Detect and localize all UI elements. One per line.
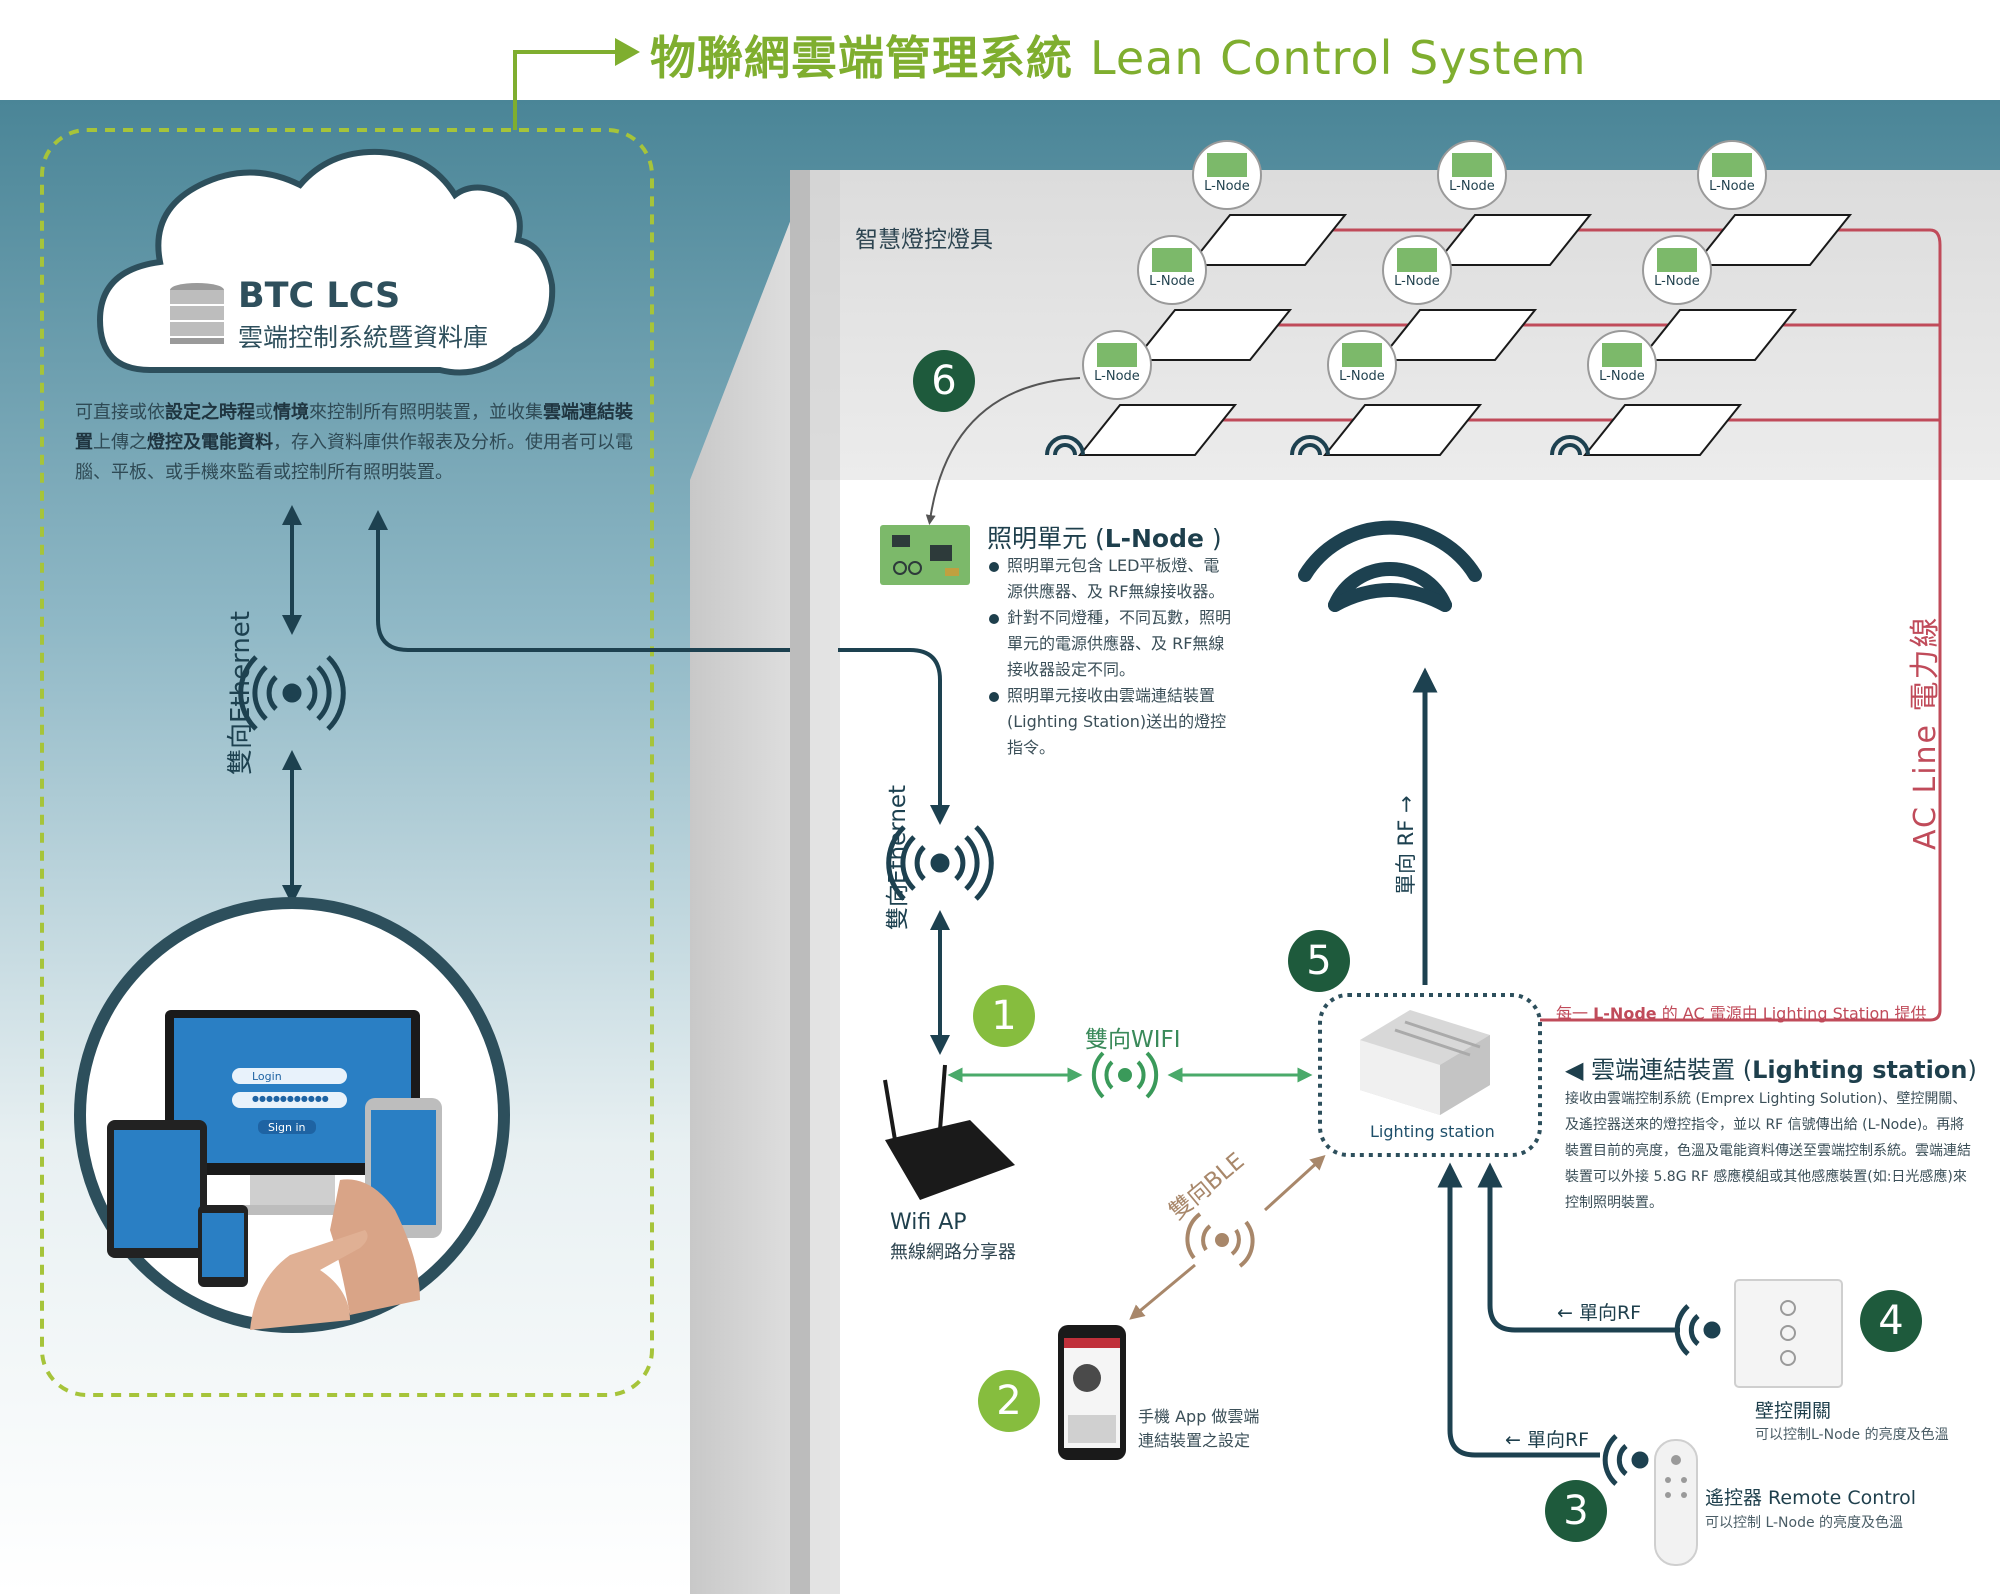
- wall-switch-icon: [1734, 1279, 1843, 1388]
- lighting-station-description: 接收由雲端控制系統 (Emprex Lighting Solution)、壁控開…: [1565, 1091, 1971, 1211]
- light-panel: [1582, 404, 1743, 456]
- lnode-chip-icon: [1602, 343, 1642, 367]
- title-arrow-icon: [615, 38, 640, 66]
- lnode-label: L-Node: [1339, 369, 1385, 384]
- wall-switch-title: 壁控開關: [1755, 1400, 1832, 1422]
- ethernet-label-left: 雙向Ethernet: [226, 611, 256, 775]
- remote-title: 遙控器 Remote Control: [1705, 1487, 1917, 1509]
- product-subtitle: 雲端控制系統暨資料庫: [238, 323, 489, 352]
- lnode-label: L-Node: [1599, 369, 1645, 384]
- node-signal-icon: [1053, 443, 1077, 456]
- light-panel: [1322, 404, 1483, 456]
- lnode-label: L-Node: [1709, 179, 1755, 194]
- ac-line-label: AC Line 電力線: [1908, 615, 1943, 850]
- devices-illustration: [107, 1010, 442, 1330]
- lnode-label: L-Node: [1654, 274, 1700, 289]
- light-panel: [1377, 309, 1538, 361]
- rf-signal-icon-remote: [1602, 1434, 1649, 1486]
- cloud-system-boundary: [40, 128, 654, 1397]
- lighting-panels: [1045, 214, 1853, 456]
- lnode-bullets: 照明單元包含 LED平板燈、電源供應器、及 RF無線接收器。 針對不同燈種，不同…: [985, 553, 1235, 761]
- light-panel: [1432, 214, 1593, 266]
- wifi-signal-icon: [1091, 1051, 1159, 1099]
- lnode-board-icon: [880, 525, 970, 585]
- ethernet-label-center: 雙向Ethernet: [885, 784, 911, 930]
- step-badge-3: 3: [1545, 1480, 1607, 1542]
- rf-remote-label: ← 單向RF: [1505, 1429, 1590, 1451]
- lnode-label: L-Node: [1394, 274, 1440, 289]
- page-title: 物聯網雲端管理系統 Lean Control System: [650, 22, 1587, 88]
- wall-switch-subtitle: 可以控制L-Node 的亮度及色溫: [1755, 1427, 1949, 1443]
- remote-subtitle: 可以控制 L-Node 的亮度及色溫: [1705, 1515, 1904, 1531]
- lnode-chip-icon: [1452, 153, 1492, 177]
- step-badge-6: 6: [913, 350, 975, 412]
- password-mask: ●●●●●●●●●●●: [252, 1094, 329, 1103]
- step-badge-4: 4: [1860, 1290, 1922, 1352]
- login-label: Login: [252, 1070, 282, 1083]
- mobile-app-icon: [1058, 1325, 1126, 1460]
- wifi-ap-title: Wifi AP: [890, 1210, 967, 1235]
- lnode-bullet: 針對不同燈種，不同瓦數，照明單元的電源供應器、及 RF無線接收器設定不同。: [985, 605, 1235, 683]
- light-panel: [1187, 214, 1348, 266]
- database-icon: [170, 283, 224, 344]
- title-en: Lean Control System: [1090, 31, 1587, 85]
- lnode-label: L-Node: [1204, 179, 1250, 194]
- lnode-chip-icon: [1657, 248, 1697, 272]
- lnode-title: 照明單元 (L-Node ): [987, 524, 1222, 553]
- light-panel: [1132, 309, 1293, 361]
- ac-power-note: 每一 L-Node 的 AC 電源由 Lighting Station 提供: [1556, 1004, 1927, 1023]
- cloud-description: 可直接或依設定之時程或情境來控制所有照明裝置，並收集雲端連結裝置上傳之燈控及電能…: [75, 402, 633, 483]
- step-badge-5: 5: [1288, 930, 1350, 992]
- app-description: 手機 App 做雲端連結裝置之設定: [1138, 1407, 1260, 1450]
- ethernet-signal-icon-left: [238, 655, 346, 731]
- wifi-ap-subtitle: 無線網路分享器: [890, 1242, 1016, 1263]
- smart-fixtures-label: 智慧燈控燈具: [855, 227, 993, 253]
- lnode-chip-icon: [1097, 343, 1137, 367]
- node-signal-icon: [1298, 443, 1322, 456]
- light-panel: [1692, 214, 1853, 266]
- lighting-station-device-icon: [1360, 1010, 1490, 1115]
- lnode-label: L-Node: [1149, 274, 1195, 289]
- lnode-chip-icon: [1397, 248, 1437, 272]
- lighting-station-title: ◀ 雲端連結裝置 (Lighting station): [1565, 1056, 1977, 1084]
- node-signal-icon: [1045, 435, 1085, 456]
- product-name: BTC LCS: [238, 276, 401, 316]
- lighting-station-device-label: Lighting station: [1370, 1122, 1495, 1141]
- rf-signal-icon-switch: [1674, 1304, 1721, 1356]
- title-zh: 物聯網雲端管理系統: [650, 31, 1073, 85]
- lnode-label: L-Node: [1449, 179, 1495, 194]
- title-connector: [513, 50, 620, 130]
- sign-in-label: Sign in: [268, 1121, 306, 1134]
- ble-signal-icon: [1185, 1212, 1255, 1268]
- lnode-chip-icon: [1207, 153, 1247, 177]
- wifi-link-label: 雙向WIFI: [1085, 1027, 1181, 1053]
- ethernet-signal-icon-center: [886, 825, 994, 901]
- light-panel: [1637, 309, 1798, 361]
- lnode-chip-icon: [1712, 153, 1752, 177]
- node-signal-icon: [1290, 435, 1330, 456]
- lnode-bubbles: [1082, 140, 1767, 400]
- lnode-chip-icon: [1152, 248, 1192, 272]
- lnode-bullet: 照明單元包含 LED平板燈、電源供應器、及 RF無線接收器。: [985, 553, 1235, 605]
- rf-up-label: 單向 RF →: [1394, 795, 1418, 895]
- node-signal-icon: [1558, 443, 1582, 456]
- left-wall: [690, 170, 810, 1594]
- lnode-label: L-Node: [1094, 369, 1140, 384]
- ceiling-fixtures: [1190, 228, 1942, 1022]
- lnode-chip-icon: [1342, 343, 1382, 367]
- remote-control-icon: [1654, 1439, 1698, 1566]
- rf-broadcast-icon: [1298, 520, 1482, 612]
- node-signal-icon: [1550, 435, 1590, 456]
- step-badge-2: 2: [978, 1370, 1040, 1432]
- lnode-bullet: 照明單元接收由雲端連結裝置(Lighting Station)送出的燈控指令。: [985, 683, 1235, 761]
- wifi-router-icon: [883, 1064, 1015, 1200]
- light-panel: [1077, 404, 1238, 456]
- rf-switch-label: ← 單向RF: [1557, 1302, 1642, 1324]
- step-badge-1: 1: [973, 985, 1035, 1047]
